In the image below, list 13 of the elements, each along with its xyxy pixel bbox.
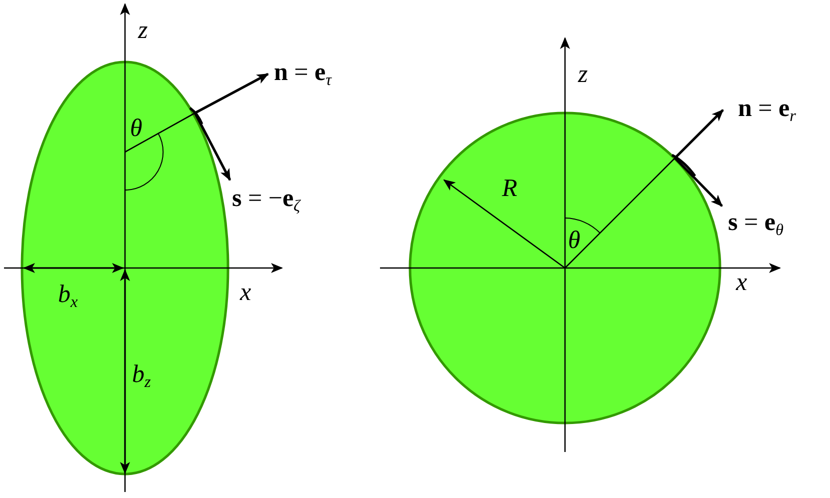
vector-label: s = −e$_{ζ}$ (232, 186, 300, 214)
axis-label: x (736, 270, 748, 295)
dimension-label: R (502, 176, 518, 201)
axis-label: x (240, 280, 252, 305)
dimension-label: b$_{z}$ (132, 362, 151, 390)
angle-label: θ (130, 116, 142, 141)
vector-label: n = e$_{r}$ (738, 96, 796, 124)
axis-label: z (578, 62, 588, 87)
dimension-label: b$_{x}$ (58, 282, 78, 310)
angle-label: θ (568, 228, 580, 253)
axis-label: z (138, 18, 148, 43)
vector-label: s = e$_{θ}$ (728, 210, 784, 238)
vector-label: n = e$_{τ}$ (274, 60, 332, 88)
